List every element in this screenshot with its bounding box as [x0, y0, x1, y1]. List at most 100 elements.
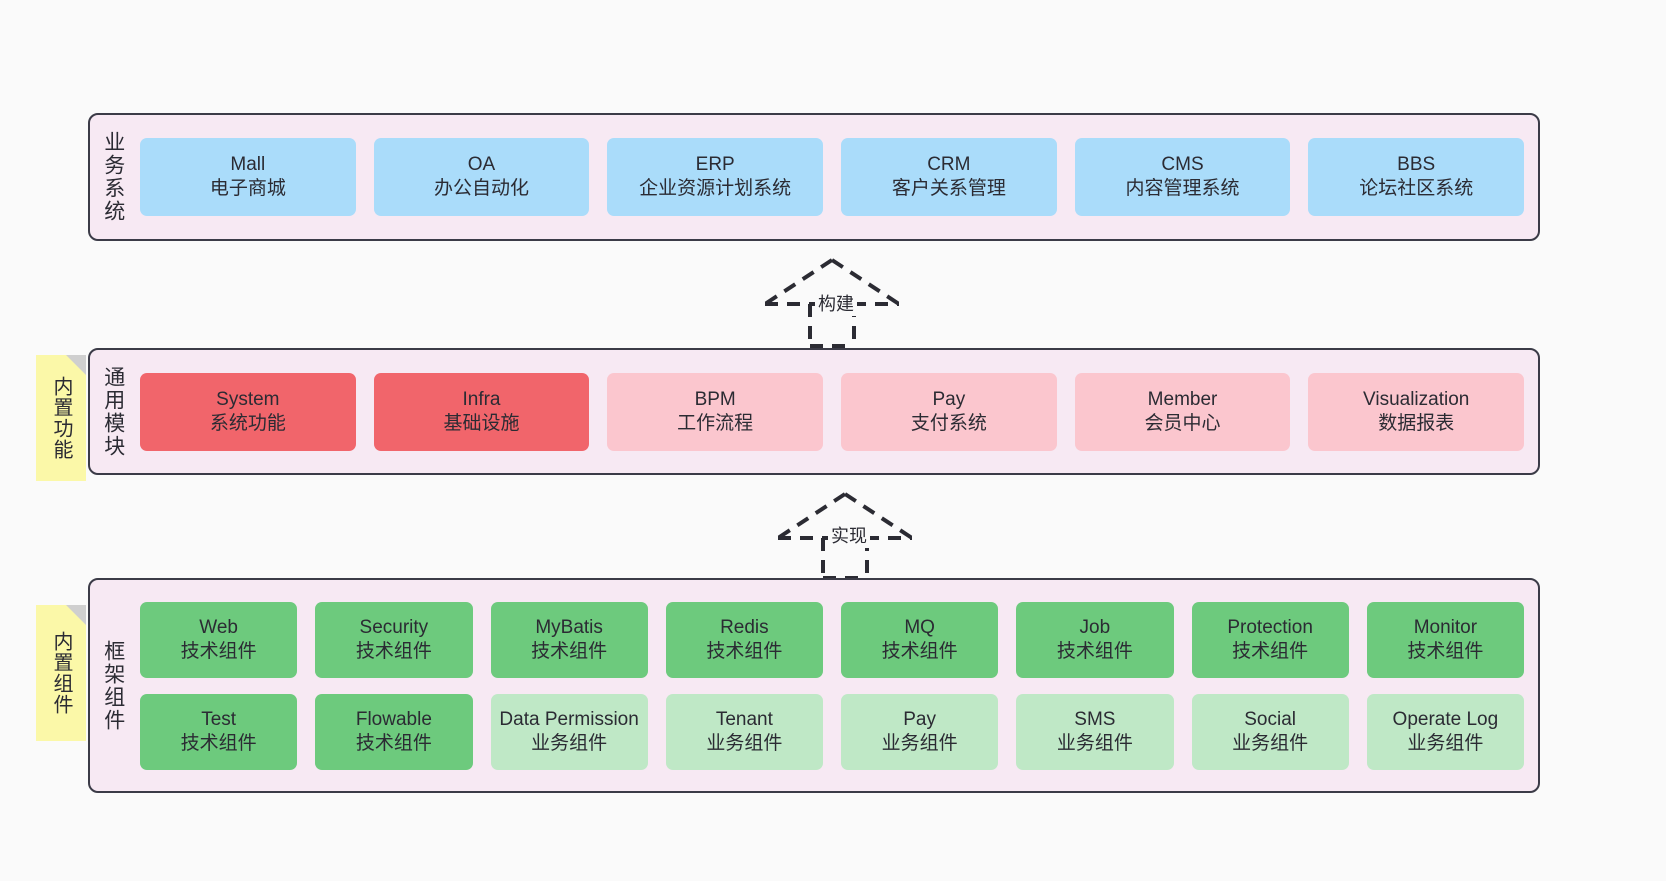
card-subtitle: 技术组件	[1232, 640, 1309, 662]
arrow-build: 构建	[757, 258, 907, 348]
card-subtitle: 客户关系管理	[891, 178, 1006, 199]
card-subtitle: 业务组件	[1232, 732, 1309, 754]
card-subtitle: 技术组件	[881, 640, 958, 662]
card-subtitle: 业务组件	[706, 732, 783, 754]
card-subtitle: 会员中心	[1144, 412, 1221, 434]
card-title: Flowable	[355, 708, 432, 730]
sticky-note-builtin-function: 内置功能	[36, 355, 86, 481]
card-title: System	[216, 388, 280, 410]
card-subtitle: 技术组件	[180, 640, 257, 662]
sticky-note-label: 内置组件	[50, 631, 72, 715]
card-subtitle: 电子商城	[209, 178, 286, 199]
card-title: Member	[1147, 388, 1218, 410]
card-title: Job	[1079, 616, 1111, 638]
page-fold-icon	[66, 355, 86, 375]
card-title: Security	[359, 616, 429, 638]
card-title: BBS	[1397, 154, 1436, 176]
card-subtitle: 系统功能	[209, 412, 286, 434]
card-title: Tenant	[715, 708, 773, 730]
layer-title: 通用模块	[101, 365, 125, 458]
card-subtitle: 办公自动化	[434, 178, 530, 199]
layer-title: 框架组件	[101, 639, 125, 732]
card-title: Monitor	[1413, 616, 1478, 638]
card-subtitle: 基础设施	[443, 412, 520, 434]
arrow-implement: 实现	[770, 492, 920, 580]
card-title: Infra	[462, 388, 501, 410]
card-title: MyBatis	[535, 616, 603, 638]
layer-title: 业务系统	[101, 131, 125, 223]
card-title: CRM	[927, 154, 971, 176]
card-subtitle: 技术组件	[1056, 640, 1133, 662]
sticky-note-label: 内置功能	[50, 376, 72, 460]
card-subtitle: 企业资源计划系统	[639, 178, 792, 199]
card-subtitle: 业务组件	[1407, 732, 1484, 754]
card-title: OA	[467, 154, 496, 176]
card-subtitle: 技术组件	[355, 640, 432, 662]
arrow-label: 构建	[815, 290, 857, 316]
card-title: Test	[201, 708, 237, 730]
card-subtitle: 技术组件	[1407, 640, 1484, 662]
card-subtitle: 论坛社区系统	[1359, 178, 1474, 199]
card-subtitle: 支付系统	[910, 412, 987, 434]
card-title: MQ	[904, 616, 935, 638]
card-subtitle: 技术组件	[180, 732, 257, 754]
card-title: Data Permission	[499, 708, 639, 730]
card-title: Pay	[932, 388, 966, 410]
card-subtitle: 业务组件	[1056, 732, 1133, 754]
card-subtitle: 业务组件	[881, 732, 958, 754]
card-subtitle: 工作流程	[677, 412, 754, 434]
arrow-label: 实现	[828, 522, 870, 548]
page-fold-icon	[66, 605, 86, 625]
card-title: BPM	[694, 388, 736, 410]
card-subtitle: 技术组件	[706, 640, 783, 662]
card-title: Visualization	[1363, 388, 1470, 410]
card-title: Protection	[1227, 616, 1313, 638]
card-title: ERP	[695, 154, 735, 176]
card-title: Mall	[230, 154, 266, 176]
card-title: Pay	[903, 708, 936, 730]
card-title: CMS	[1161, 154, 1204, 176]
card-title: Redis	[720, 616, 769, 638]
card-subtitle: 数据报表	[1378, 412, 1455, 434]
card-title: SMS	[1074, 708, 1116, 730]
card-title: Social	[1244, 708, 1296, 730]
